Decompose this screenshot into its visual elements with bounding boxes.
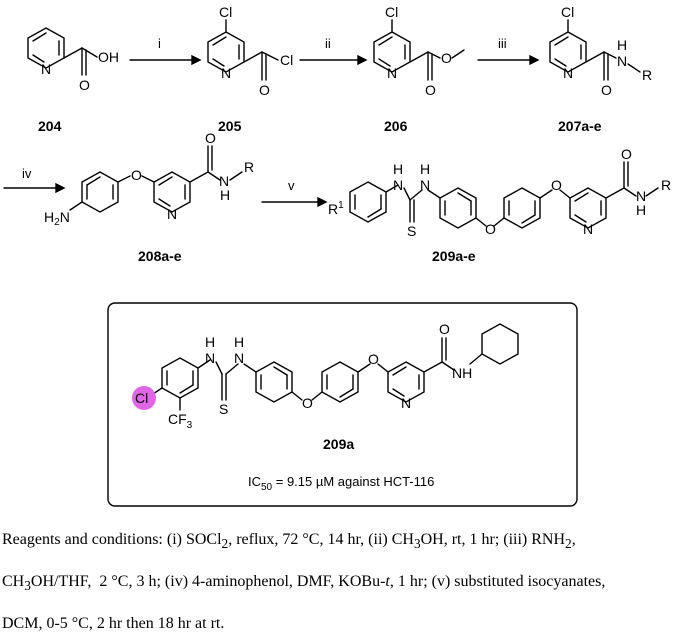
atom-209-amide-h: H [636, 202, 646, 218]
atom-209-o-ether1: O [485, 221, 496, 237]
atom-209-r: R [661, 177, 671, 193]
step-i: i [158, 36, 161, 51]
atom-209-s: S [407, 223, 416, 239]
atom-209a-nh1-n: N [205, 350, 215, 366]
atom-204-n: N [41, 61, 51, 77]
compound-209a-structure [149, 323, 519, 411]
atom-207-cl-top: Cl [561, 4, 574, 20]
atom-208-h2n: H2N [44, 209, 70, 228]
atom-209a-o-ether2: O [368, 351, 379, 367]
atom-207-o: O [601, 82, 612, 98]
label-204: 204 [38, 118, 62, 134]
label-205: 205 [218, 118, 242, 134]
atom-205-n: N [221, 65, 231, 81]
atom-205-cl-top: Cl [219, 4, 232, 20]
atom-205-cl: Cl [280, 52, 293, 68]
atom-209a-ring-n: N [401, 395, 411, 411]
atom-205-o: O [259, 82, 270, 98]
atom-208-ring-n: N [167, 206, 177, 222]
atom-209-nh1-h: H [393, 161, 403, 177]
atom-209a-nh2-h: H [234, 334, 244, 350]
atom-209-nh2-n: N [420, 177, 430, 193]
atom-206-o-ester: O [441, 50, 452, 66]
atom-209-nh1-n: N [393, 177, 403, 193]
step-iv: iv [22, 166, 32, 181]
reaction-caption: Reagents and conditions: (i) SOCl2, refl… [2, 521, 685, 643]
atom-209a-nh1-h: H [205, 334, 215, 350]
atom-209a-s: S [219, 401, 228, 417]
atom-209a-nh2-n: N [234, 350, 244, 366]
atom-209a-nh: NH [452, 365, 472, 381]
atom-208-h: H [220, 187, 230, 203]
atom-206-o: O [425, 82, 436, 98]
compound-209a-box [107, 302, 578, 507]
atom-209a-cf3: CF3 [168, 411, 193, 431]
label-206: 206 [384, 118, 408, 134]
compound-205-structure [207, 19, 279, 81]
caption-line-2: CH3OH/THF, 2 °C, 3 h; (iv) 4-aminophenol… [2, 573, 606, 594]
atom-209-nh2-h: H [420, 161, 430, 177]
atom-208-o: O [205, 130, 216, 146]
step-iii: iii [498, 36, 507, 51]
label-208: 208a-e [138, 248, 182, 264]
caption-line-3: DCM, 0-5 °C, 2 hr then 18 hr at rt. [2, 615, 225, 633]
label-209a: 209a [323, 436, 354, 452]
atom-207-n: N [617, 53, 627, 69]
chlorine-highlight [132, 386, 156, 410]
atom-207-ring-n: N [563, 65, 573, 81]
compound-208-structure [69, 145, 243, 213]
atom-206-cl-top: Cl [385, 4, 398, 20]
step-v: v [288, 178, 295, 193]
ic50-result: IC50 = 9.15 µM against HCT-116 [248, 474, 434, 493]
atom-209-o-ether2: O [551, 177, 562, 193]
atom-209a-o-ether1: O [302, 395, 313, 411]
atom-209-r1: R1 [328, 200, 344, 217]
compound-209-structure [349, 161, 659, 229]
atom-204-oh: OH [98, 49, 119, 65]
atom-204-o: O [79, 77, 90, 93]
caption-line-1: Reagents and conditions: (i) SOCl2, refl… [2, 531, 576, 552]
label-207: 207a-e [558, 118, 602, 134]
atom-206-n: N [387, 65, 397, 81]
atom-208-o-ether: O [131, 167, 142, 183]
atom-208-r: R [244, 159, 254, 175]
compound-206-structure [373, 19, 465, 81]
atom-209-amide-n: N [636, 188, 646, 204]
atom-209a-o-carbonyl: O [439, 321, 450, 337]
atom-209-ring-n: N [583, 221, 593, 237]
step-ii: ii [325, 36, 331, 51]
compound-207-structure [549, 19, 641, 81]
atom-207-r: R [642, 67, 652, 83]
atom-209a-cl: Cl [135, 390, 148, 406]
compound-204-structure [27, 27, 98, 76]
atom-207-h: H [617, 37, 627, 53]
atom-208-n: N [219, 173, 229, 189]
label-209: 209a-e [432, 248, 476, 264]
atom-209-o-carbonyl: O [621, 146, 632, 162]
reaction-scheme: 204 205 206 207a-e 208a-e 209a-e 209a i … [3, 4, 671, 507]
